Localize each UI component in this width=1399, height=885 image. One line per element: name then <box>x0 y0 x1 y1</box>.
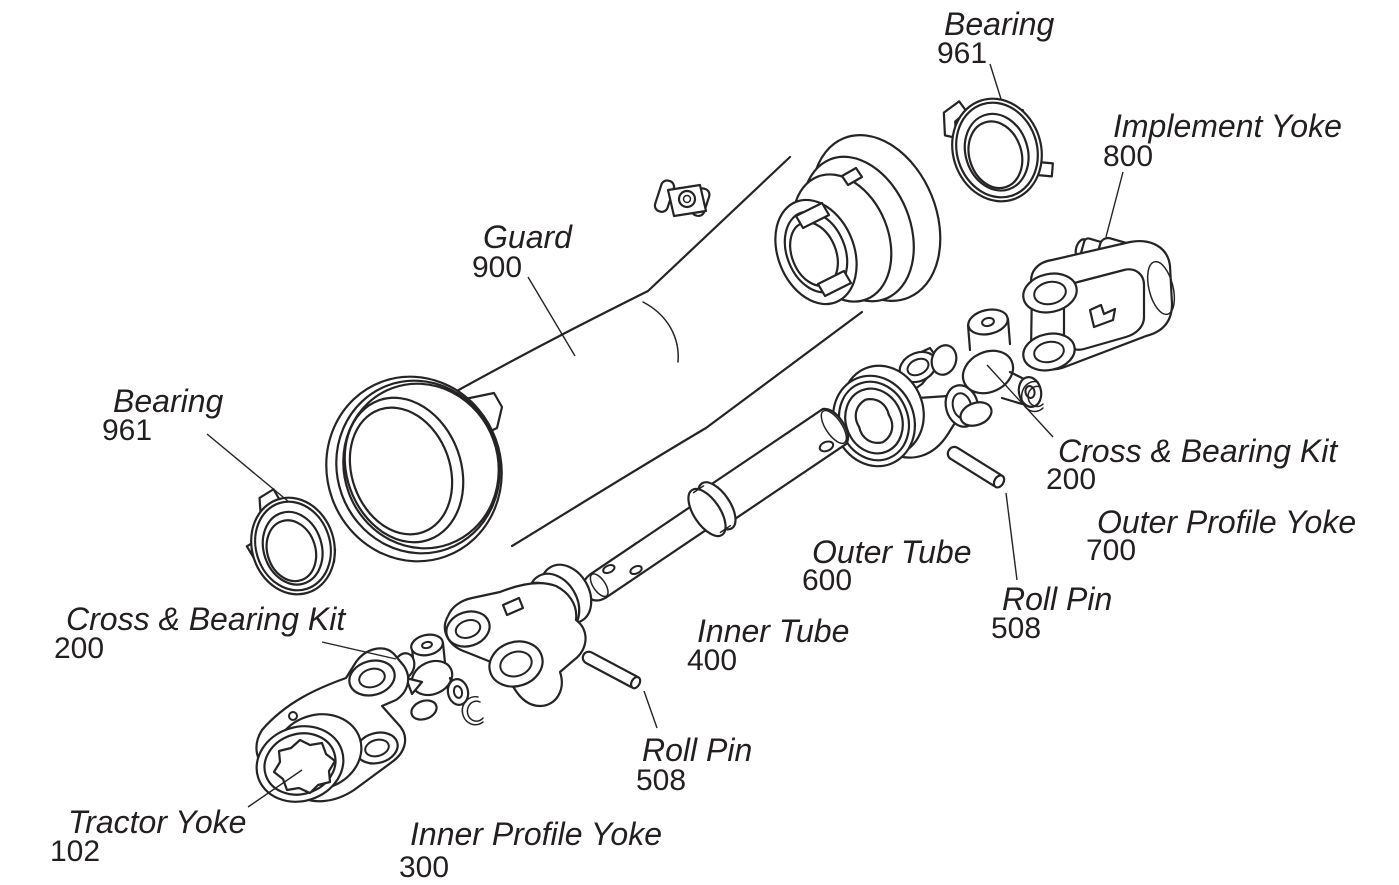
part-name: Tractor Yoke <box>68 804 246 840</box>
bearing-top-drawing <box>942 97 1054 203</box>
label-inner-tube: Inner Tube 400 <box>687 613 849 677</box>
part-name: Inner Tube <box>697 613 849 649</box>
leader-lines <box>206 63 1124 808</box>
guard-drawing <box>325 134 942 563</box>
part-number: 700 <box>1086 534 1136 567</box>
part-number: 300 <box>399 851 449 884</box>
part-name: Cross & Bearing Kit <box>66 601 346 637</box>
guard-bell-front <box>325 375 503 563</box>
part-name: Cross & Bearing Kit <box>1058 433 1338 469</box>
leader-cross-kit-left <box>321 641 397 660</box>
label-bearing-left: Bearing 961 <box>102 383 224 447</box>
label-tractor-yoke: Tractor Yoke 102 <box>50 804 246 868</box>
part-name: Outer Tube <box>812 534 971 570</box>
roll-pin-bottom-drawing <box>581 650 642 690</box>
leader-roll-pin-right <box>1005 492 1018 581</box>
label-outer-tube: Outer Tube 600 <box>802 534 971 597</box>
part-number: 508 <box>636 764 686 797</box>
inner-tube-drawing <box>582 502 713 602</box>
leader-guard <box>527 276 576 357</box>
part-number: 102 <box>50 835 100 868</box>
guard-clamp <box>653 179 711 218</box>
label-roll-pin-bottom: Roll Pin 508 <box>636 732 752 797</box>
tractor-yoke-drawing <box>255 647 410 803</box>
yoke-latch-detail <box>1088 303 1117 329</box>
labels: Bearing 961 Implement Yoke 800 Guard 900… <box>50 6 1356 884</box>
outer-tube-drawing <box>687 407 850 538</box>
label-cross-bearing-kit-right: Cross & Bearing Kit 200 <box>1046 433 1338 496</box>
part-name: Inner Profile Yoke <box>410 816 662 852</box>
snap-ring <box>1020 380 1044 413</box>
part-name: Bearing <box>944 6 1055 42</box>
part-number: 961 <box>937 37 987 70</box>
part-number: 961 <box>102 414 152 447</box>
outer-profile-yoke-drawing <box>832 346 980 468</box>
bearing-left-drawing <box>245 488 337 596</box>
part-name: Guard <box>483 219 573 255</box>
implement-yoke-drawing <box>1022 236 1176 372</box>
cross-bearing-kit-right-drawing <box>930 308 1044 427</box>
label-implement-yoke: Implement Yoke 800 <box>1103 108 1342 173</box>
guard-bell-rear <box>774 134 942 306</box>
leader-tractor-yoke <box>247 769 303 808</box>
part-number: 508 <box>991 612 1041 645</box>
part-name: Bearing <box>113 383 224 419</box>
part-number: 900 <box>472 251 522 284</box>
part-number: 600 <box>802 564 852 597</box>
part-number: 800 <box>1103 140 1153 173</box>
part-name: Roll Pin <box>642 732 752 768</box>
label-outer-profile-yoke: Outer Profile Yoke 700 <box>1086 504 1356 567</box>
tubes-drawing <box>582 407 850 602</box>
leader-roll-pin-bottom <box>643 690 658 729</box>
part-number: 200 <box>54 632 104 665</box>
label-cross-bearing-kit-left: Cross & Bearing Kit 200 <box>54 601 346 665</box>
label-guard: Guard 900 <box>472 219 573 284</box>
leader-bearing-top <box>989 63 1002 100</box>
snap-ring <box>461 695 484 726</box>
part-name: Roll Pin <box>1002 581 1112 617</box>
label-inner-profile-yoke: Inner Profile Yoke 300 <box>399 816 662 884</box>
label-bearing-top: Bearing 961 <box>937 6 1055 70</box>
inner-profile-yoke-drawing <box>443 563 593 708</box>
roll-pin-right-drawing <box>946 445 1006 489</box>
spline-bore-teeth <box>272 738 337 795</box>
leader-implement-yoke <box>1105 171 1124 238</box>
part-number: 400 <box>687 644 737 677</box>
part-name: Implement Yoke <box>1113 108 1342 144</box>
leader-bearing-left <box>206 433 290 503</box>
part-name: Outer Profile Yoke <box>1097 504 1356 540</box>
label-roll-pin-right: Roll Pin 508 <box>991 581 1112 645</box>
leader-cross-kit-right <box>986 364 1054 438</box>
part-number: 200 <box>1046 463 1096 496</box>
